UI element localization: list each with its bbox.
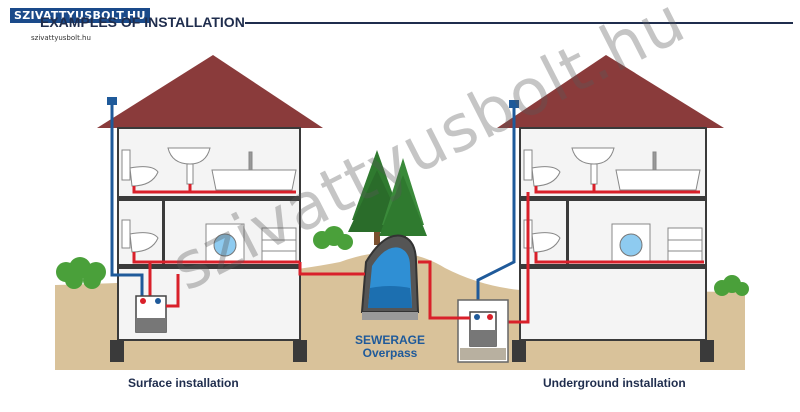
- right-house: [457, 55, 724, 363]
- left-roof: [97, 55, 323, 128]
- right-bathtub: [615, 151, 701, 191]
- sewerage-label: SEWERAGE Overpass: [340, 334, 440, 360]
- right-washing-machine: [611, 223, 651, 263]
- brand-logo: SZIVATTYUSBOLT.HU: [10, 8, 150, 23]
- right-roof: [497, 55, 724, 128]
- left-house: [97, 55, 365, 362]
- sewer-chamber: [360, 234, 420, 320]
- page-title: EXAMPLES OF INSTALLATION: [40, 14, 245, 30]
- right-sink-upper: [571, 147, 615, 185]
- left-vent-pipe: [110, 100, 144, 296]
- left-toilet-lower: [121, 219, 159, 253]
- sewerage-label-line1: SEWERAGE: [354, 333, 425, 347]
- bush-right: [714, 275, 749, 296]
- sewer-lines: [166, 260, 470, 320]
- surface-installation-caption: Surface installation: [128, 376, 239, 390]
- left-drain-pipes: [132, 184, 365, 296]
- bush-left: [56, 257, 106, 289]
- sewerage-label-line2: Overpass: [362, 346, 418, 360]
- right-toilet-upper: [523, 149, 561, 187]
- brand-url: szivattyusbolt.hu: [31, 34, 91, 42]
- right-vent-pipe: [476, 104, 516, 312]
- left-pump-unit: [135, 295, 167, 333]
- left-bathtub: [211, 151, 297, 191]
- left-sink-upper: [167, 147, 211, 185]
- trees: [348, 150, 427, 246]
- underground-installation-caption: Underground installation: [543, 376, 686, 390]
- left-toilet-upper: [121, 149, 159, 187]
- left-washing-machine: [205, 223, 245, 263]
- bush-middle: [313, 226, 353, 250]
- right-cabinet: [667, 227, 703, 263]
- right-pump-pit: [457, 299, 509, 363]
- title-divider: [245, 22, 793, 24]
- left-cabinet: [261, 227, 297, 263]
